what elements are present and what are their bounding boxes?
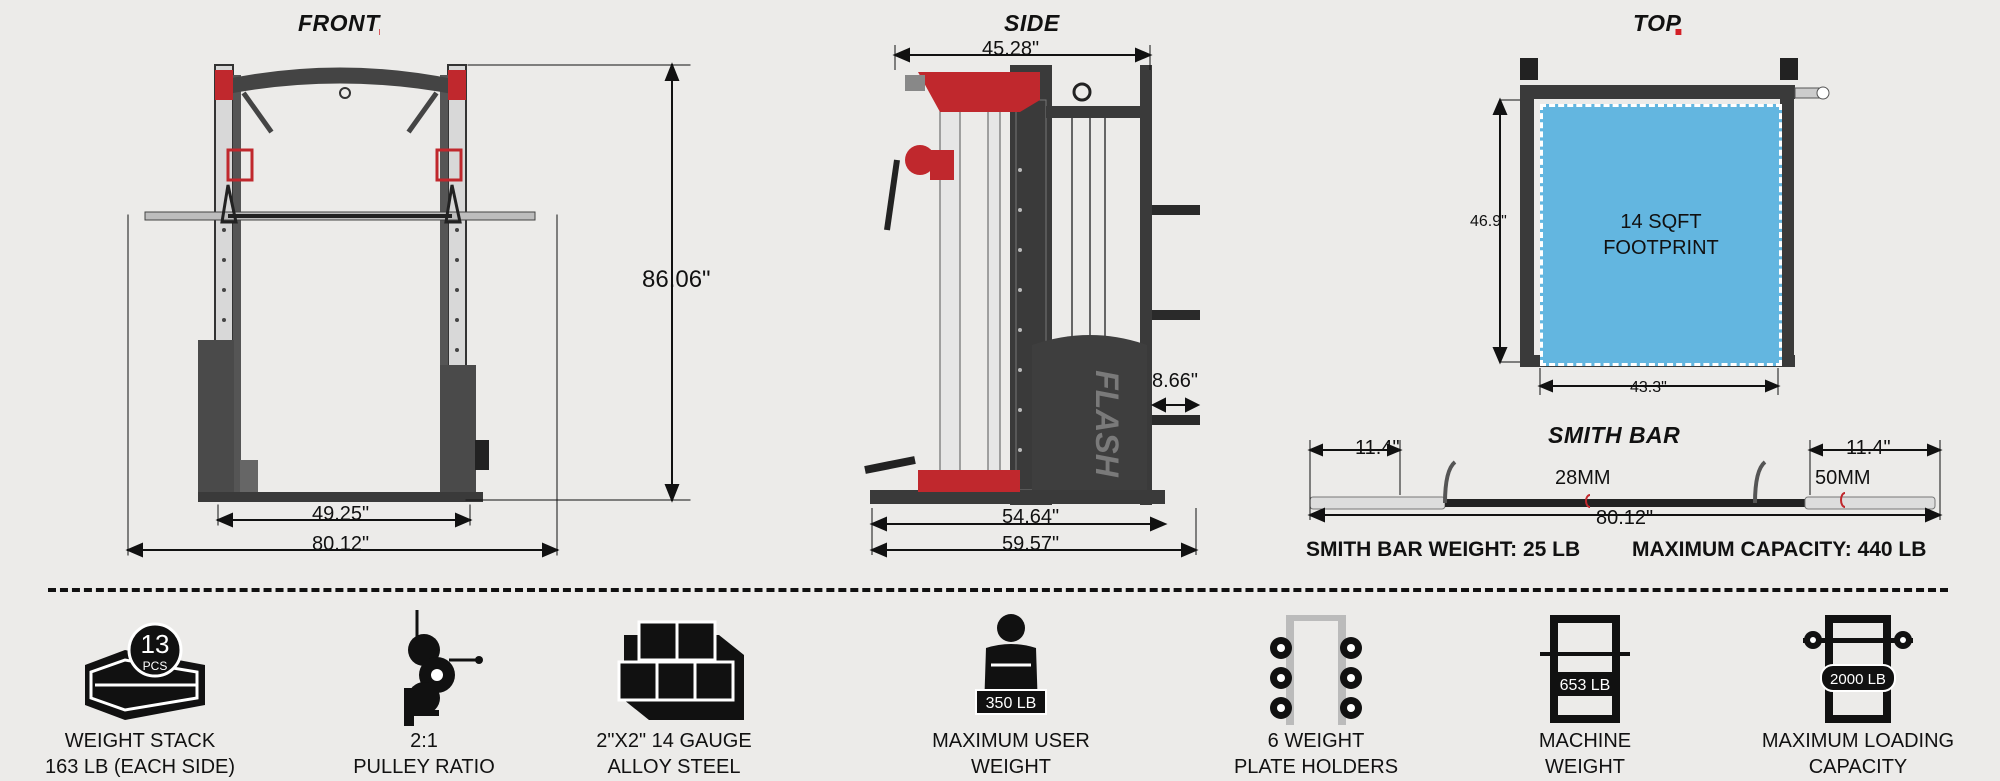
footprint-label: FOOTPRINT	[1603, 237, 1719, 259]
smith-bar-weight-spec: SMITH BAR WEIGHT: 25 LB	[1306, 538, 1581, 561]
feature-user-weight: 350 LB MAXIMUM USER WEIGHT	[891, 610, 1131, 780]
smith-right-sleeve-dimension: 11.4"	[1846, 437, 1891, 459]
smith-length-dimension: 80.12"	[1596, 507, 1654, 529]
front-view-title: FRONT	[298, 10, 380, 36]
side-brand-label: FLASH	[1088, 370, 1125, 477]
side-view-title: SIDE	[1004, 10, 1060, 36]
side-total-width-dimension: 59.57"	[1002, 533, 1060, 555]
smith-left-sleeve-dimension: 11.4"	[1355, 437, 1400, 459]
weight-stack-count: 13	[141, 629, 170, 659]
front-height-dimension: 86.06"	[642, 266, 711, 293]
machine-weight-badge: 653 LB	[1560, 677, 1611, 694]
feature-pulley-line1: 2:1	[410, 730, 438, 752]
feature-steel-line1: 2"X2" 14 GAUGE	[596, 730, 752, 752]
feature-plate-holders-line1: 6 WEIGHT	[1267, 730, 1365, 752]
feature-pulley: 2:1 PULLEY RATIO	[304, 610, 544, 780]
pulley-icon	[404, 610, 483, 726]
smith-bar-capacity-spec: MAXIMUM CAPACITY: 440 LB	[1632, 538, 1927, 561]
front-outer-width-dimension: 80.12"	[312, 533, 370, 555]
side-view-drawing	[864, 45, 1201, 558]
smith-sleeve-diameter: 50MM	[1815, 467, 1871, 489]
top-view-title: TOP	[1633, 10, 1682, 36]
side-base-width-dimension: 54.64"	[1002, 506, 1060, 528]
footprint-area-label: 14 SQFT	[1620, 211, 1702, 233]
feature-weight-stack-line1: WEIGHT STACK	[64, 730, 216, 752]
smith-bar-title: SMITH BAR	[1548, 422, 1681, 448]
feature-steel-line2: ALLOY STEEL	[607, 756, 741, 778]
front-view-drawing	[125, 62, 691, 558]
feature-user-weight-line2: WEIGHT	[971, 756, 1051, 778]
weight-stack-unit: PCS	[143, 659, 168, 673]
section-divider	[48, 588, 1948, 592]
user-weight-badge: 350 LB	[986, 695, 1037, 712]
weight-stack-icon: 13 PCS	[85, 622, 205, 720]
side-top-width-dimension: 45.28"	[982, 38, 1040, 60]
feature-user-weight-line1: MAXIMUM USER	[932, 730, 1090, 752]
user-weight-icon: 350 LB	[975, 614, 1047, 715]
footprint-area: 14 SQFT FOOTPRINT	[1540, 104, 1782, 366]
loading-capacity-icon: 2000 LB	[1803, 615, 1913, 723]
feature-plate-holders: 6 WEIGHT PLATE HOLDERS	[1196, 610, 1436, 780]
smith-shaft-diameter: 28MM	[1555, 467, 1611, 489]
feature-steel: 2"X2" 14 GAUGE ALLOY STEEL	[554, 610, 794, 780]
plate-holders-icon	[1270, 615, 1362, 725]
feature-machine-weight-line2: WEIGHT	[1545, 756, 1625, 778]
side-depth-dimension: 8.66"	[1152, 370, 1199, 392]
feature-machine-weight-line1: MACHINE	[1538, 730, 1632, 752]
feature-pulley-line2: PULLEY RATIO	[353, 756, 495, 778]
feature-plate-holders-line2: PLATE HOLDERS	[1233, 756, 1399, 778]
feature-weight-stack: 13 PCS WEIGHT STACK 163 LB (EACH SIDE)	[20, 610, 260, 780]
feature-machine-weight: 653 LB MACHINE WEIGHT	[1465, 610, 1705, 780]
feature-loading-capacity-line1: MAXIMUM LOADING	[1761, 730, 1955, 752]
machine-weight-icon: 653 LB	[1540, 615, 1630, 723]
feature-loading-capacity: 2000 LB MAXIMUM LOADING CAPACITY	[1738, 610, 1978, 780]
front-inner-width-dimension: 49.25"	[312, 503, 370, 525]
feature-weight-stack-line2: 163 LB (EACH SIDE)	[44, 756, 236, 778]
steel-tubes-icon	[617, 620, 744, 720]
top-depth-dimension: 46.9"	[1470, 213, 1507, 230]
feature-loading-capacity-line2: CAPACITY	[1808, 756, 1908, 778]
top-width-dimension: 43.3"	[1630, 379, 1667, 396]
loading-capacity-badge: 2000 LB	[1830, 671, 1886, 688]
smith-bar-drawing	[1307, 440, 1943, 523]
